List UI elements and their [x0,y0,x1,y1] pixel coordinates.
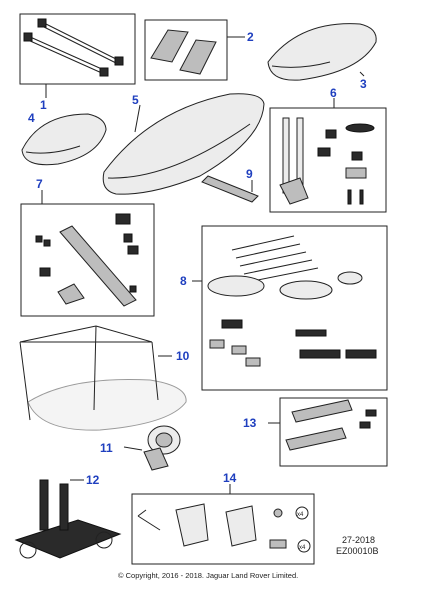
callout-10: 10 [176,349,190,363]
part-1-roof-cross-bars [19,13,136,98]
callout-12: 12 [86,473,100,487]
part-13-ski-carrier [268,397,388,467]
callout-13: 13 [243,416,257,430]
part-4-compact-roof-box [21,113,107,166]
callout-3: 3 [360,77,367,91]
part-6-bike-carrier-kit [269,98,387,213]
callout-5: 5 [132,93,139,107]
quantity-label: x4 [299,545,306,551]
callout-7: 7 [36,177,43,191]
copyright-notice: © Copyright, 2016 - 2018. Jaguar Land Ro… [118,571,298,580]
callout-8: 8 [180,274,187,288]
callout-4: 4 [28,111,35,125]
part-5-large-roof-box [102,93,265,195]
part-14-ski-holder-kit [131,484,315,565]
part-9-rail [201,175,259,203]
quantity-badge-pad: x4 [297,539,311,553]
callout-1: 1 [40,98,47,112]
reference-code: 27-2018 [342,535,375,545]
part-2-bike-holders [144,19,245,81]
quantity-label: x4 [297,512,304,518]
part-12-tow-bar-bike-carrier [14,479,122,559]
part-7-bike-carrier-kit [20,190,155,317]
callout-11: 11 [100,441,113,455]
reference-id: EZ00010B [336,546,379,556]
quantity-badge-fastener: x4 [295,506,309,520]
callout-6: 6 [330,86,337,100]
part-8-load-carrier-kit [192,225,388,391]
callout-2: 2 [247,30,254,44]
part-3-small-roof-box [267,23,377,81]
part-10-fitting-frame [19,325,187,431]
callout-14: 14 [223,471,237,485]
part-11-strap [123,425,181,471]
callout-9: 9 [246,167,253,181]
